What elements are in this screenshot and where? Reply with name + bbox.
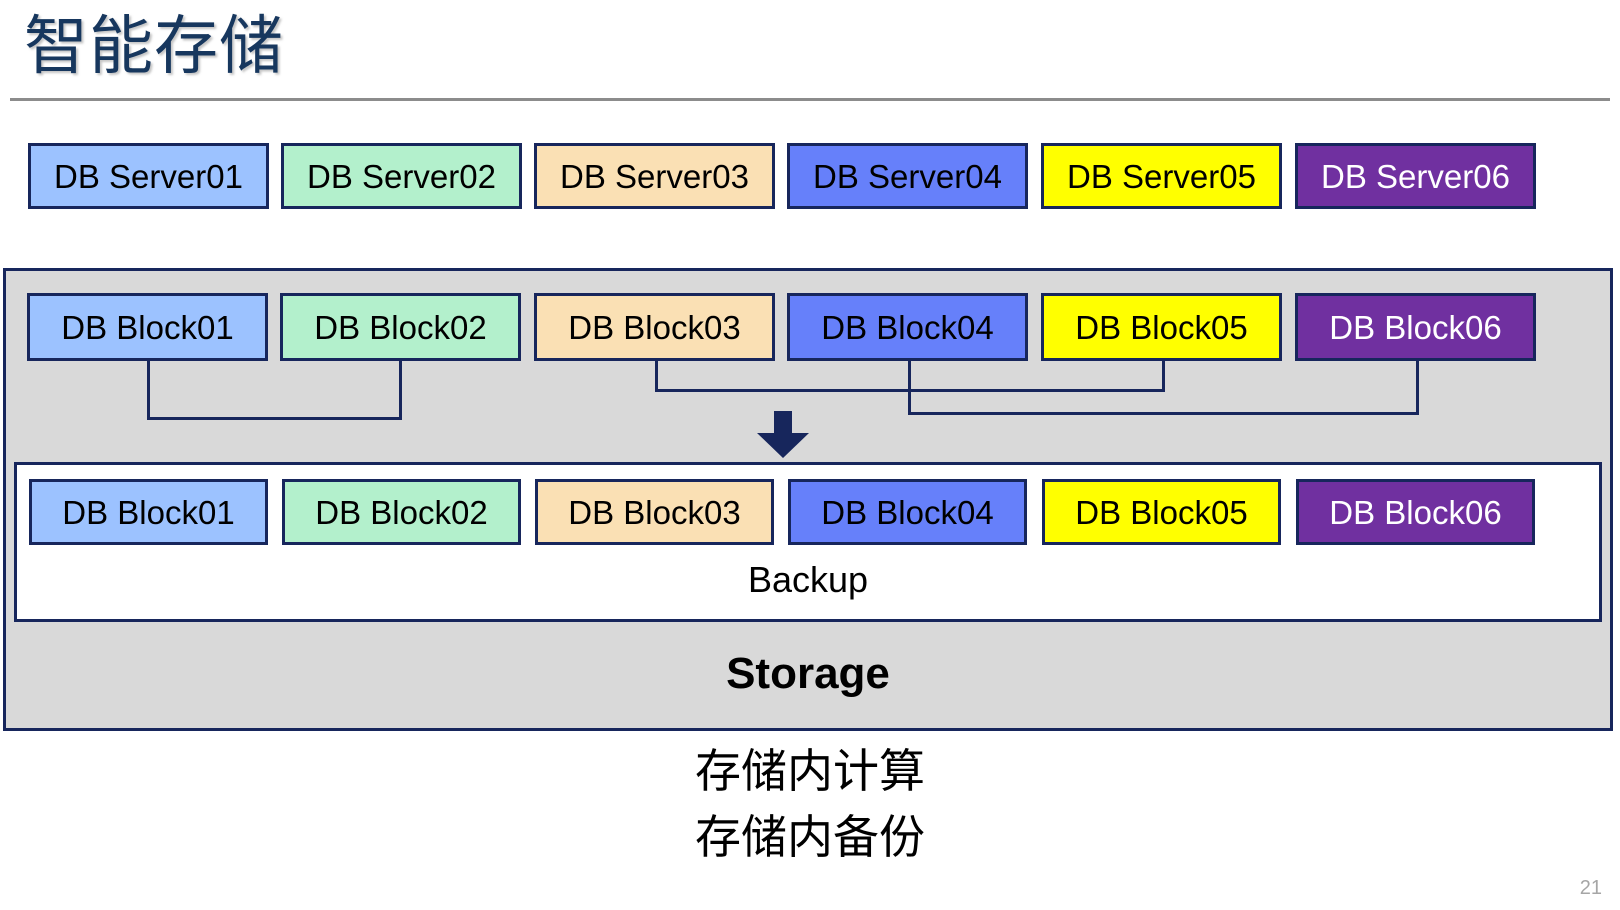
db-block-primary-label: DB Block02 [314,308,487,346]
db-server-box-6[interactable]: DB Server06 [1295,143,1536,209]
db-block-primary-1[interactable]: DB Block01 [27,293,268,361]
db-block-primary-5[interactable]: DB Block05 [1041,293,1282,361]
db-block-primary-label: DB Block03 [568,308,741,346]
db-server-box-label: DB Server05 [1067,157,1256,195]
page-title: 智能存储 [24,10,284,82]
connector-join-right [908,412,1419,415]
connector-block04 [908,361,911,415]
down-arrow-icon [755,411,811,459]
db-server-box-4[interactable]: DB Server04 [787,143,1028,209]
db-block-primary-label: DB Block04 [821,308,994,346]
connector-block03 [655,361,658,392]
backup-label: Backup [747,559,869,600]
db-block-primary-2[interactable]: DB Block02 [280,293,521,361]
db-block-primary-6[interactable]: DB Block06 [1295,293,1536,361]
db-block-backup-1[interactable]: DB Block01 [29,479,268,545]
db-block-primary-4[interactable]: DB Block04 [787,293,1028,361]
db-block-primary-label: DB Block06 [1329,308,1502,346]
db-block-backup-label: DB Block03 [568,493,741,531]
connector-join-left [147,417,402,420]
db-block-backup-label: DB Block04 [821,493,994,531]
db-block-backup-label: DB Block01 [62,493,235,531]
db-server-box-2[interactable]: DB Server02 [281,143,522,209]
storage-label: Storage [726,649,890,698]
title-divider [10,98,1610,101]
db-block-primary-3[interactable]: DB Block03 [534,293,775,361]
db-server-box-5[interactable]: DB Server05 [1041,143,1282,209]
caption-line-1: 存储内计算 [695,745,925,797]
db-server-box-1[interactable]: DB Server01 [28,143,269,209]
connector-block05 [1162,361,1165,392]
db-block-backup-label: DB Block06 [1329,493,1502,531]
db-server-box-3[interactable]: DB Server03 [534,143,775,209]
db-server-box-label: DB Server02 [307,157,496,195]
db-block-backup-label: DB Block05 [1075,493,1248,531]
db-server-box-label: DB Server04 [813,157,1002,195]
db-block-backup-2[interactable]: DB Block02 [282,479,521,545]
db-server-box-label: DB Server01 [54,157,243,195]
db-block-backup-3[interactable]: DB Block03 [535,479,774,545]
db-block-backup-5[interactable]: DB Block05 [1042,479,1281,545]
connector-block02 [399,361,402,420]
db-block-primary-label: DB Block01 [61,308,234,346]
db-server-box-label: DB Server03 [560,157,749,195]
db-block-primary-label: DB Block05 [1075,308,1248,346]
db-block-backup-4[interactable]: DB Block04 [788,479,1027,545]
connector-block06 [1416,361,1419,415]
connector-block01 [147,361,150,420]
connector-join-mid [655,389,1165,392]
caption-line-2: 存储内备份 [695,811,925,863]
caption: 存储内计算 存储内备份 [0,738,1620,870]
db-block-backup-6[interactable]: DB Block06 [1296,479,1535,545]
page-number: 21 [1579,877,1602,899]
db-block-backup-label: DB Block02 [315,493,488,531]
db-server-box-label: DB Server06 [1321,157,1510,195]
